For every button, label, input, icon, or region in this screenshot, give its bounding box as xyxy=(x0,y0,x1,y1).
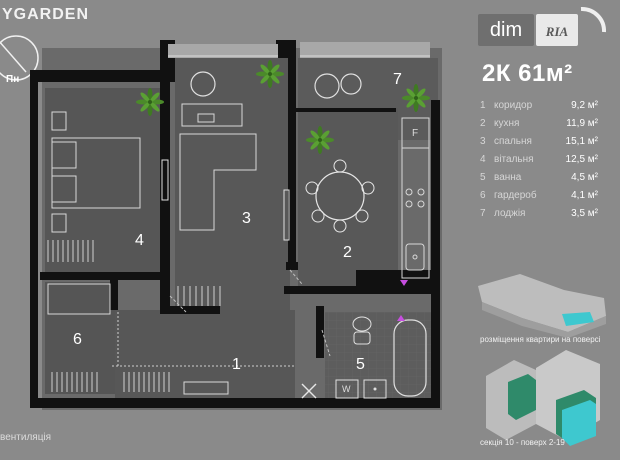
dimria-logo[interactable]: dim RIA xyxy=(478,6,607,46)
brand-name: YGARDEN xyxy=(2,6,90,23)
logo-ria-text: RIA xyxy=(536,14,578,46)
room-number-5: 5 xyxy=(356,356,365,373)
room-number-4: 4 xyxy=(135,232,144,249)
room-number-2: 2 xyxy=(343,244,352,261)
building-section-minimap[interactable] xyxy=(486,350,600,446)
compass-icon xyxy=(0,35,39,81)
fridge-label: F xyxy=(412,128,419,139)
washer-label: W xyxy=(342,384,351,394)
room-number-3: 3 xyxy=(242,210,251,227)
logo-arc-icon xyxy=(580,6,607,33)
floor-location-minimap[interactable] xyxy=(478,274,606,338)
section-floor-caption: секція 10 - поверх 2-19 xyxy=(480,438,565,447)
compass-north-label: Пн xyxy=(6,74,20,85)
ventilation-legend: вентиляція xyxy=(0,432,52,443)
apartment-title: 2К 61м² xyxy=(482,60,573,87)
room-number-7: 7 xyxy=(393,71,402,88)
logo-dim-text: dim xyxy=(478,14,534,46)
floor-location-caption: розміщення квартири на поверсі xyxy=(480,335,601,344)
room-number-6: 6 xyxy=(73,331,82,348)
room-number-1: 1 xyxy=(232,356,241,373)
